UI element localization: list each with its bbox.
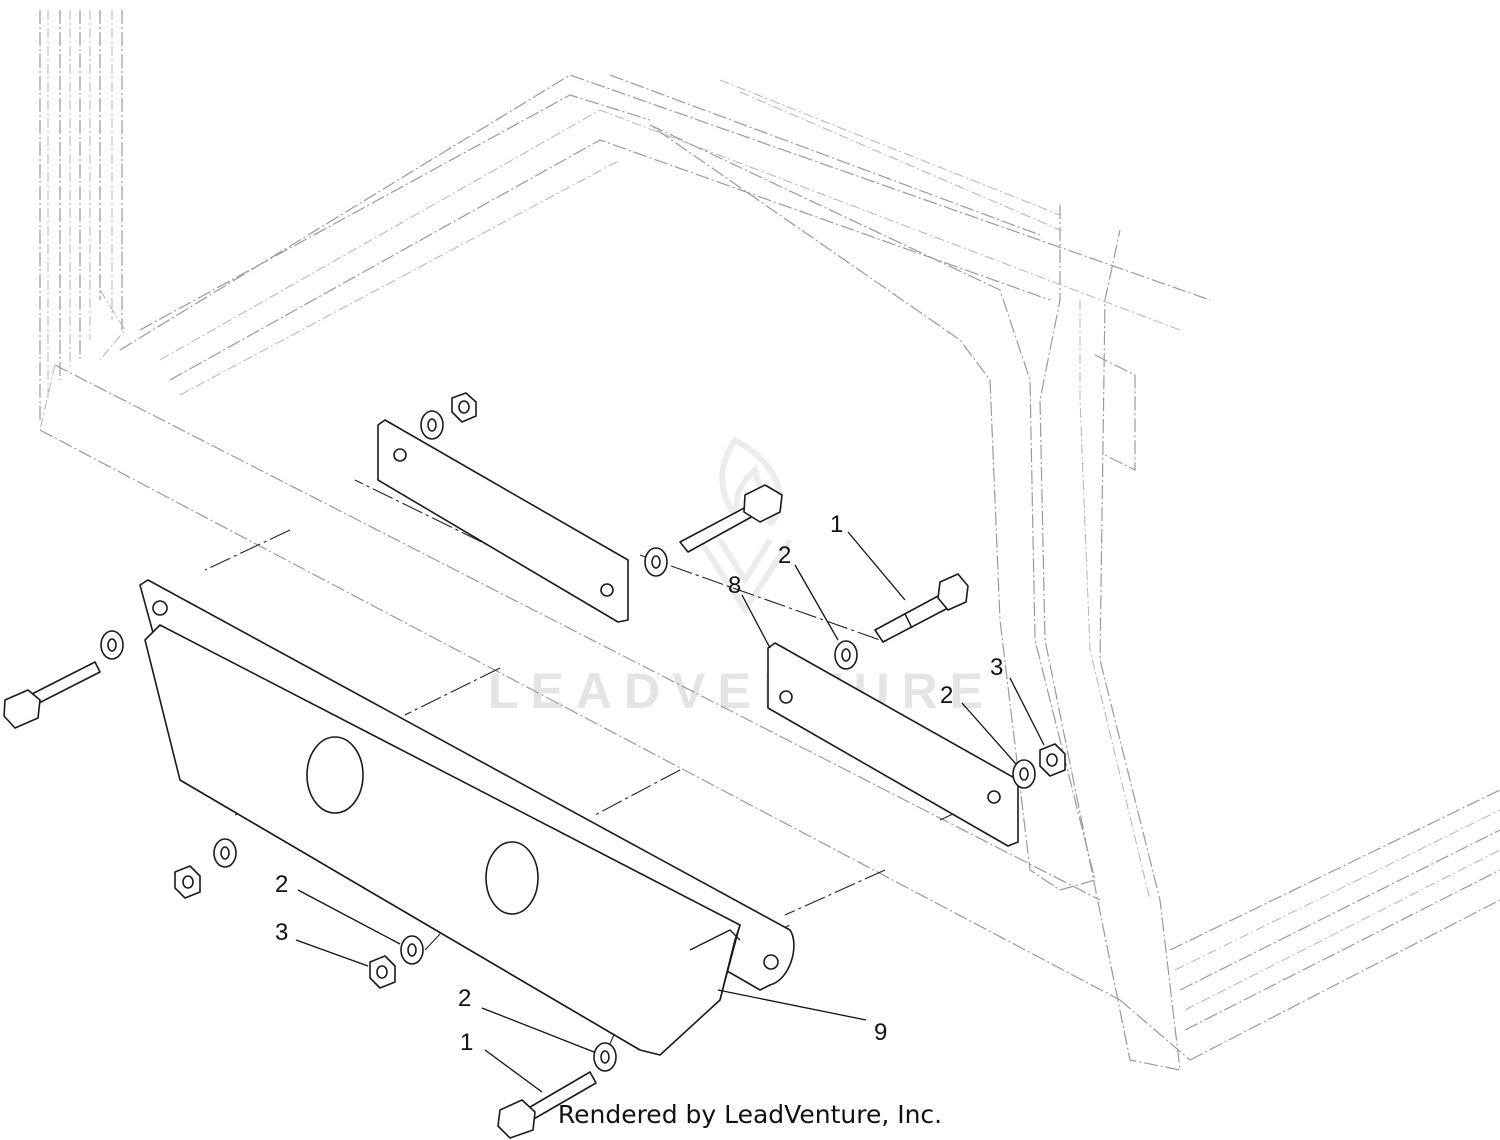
plate-8-hole-right (987, 790, 1001, 804)
washers (100, 410, 1036, 1072)
washer-2-a (834, 640, 858, 670)
callout-3-right: 3 (990, 654, 1003, 681)
flame-icon (719, 436, 783, 527)
plate-8-hole-left (779, 690, 793, 704)
weight-bracket-assembly (139, 579, 795, 1056)
callout-1-upper: 1 (830, 511, 843, 538)
footer-credit: Rendered by LeadVenture, Inc. (557, 1100, 943, 1129)
weight-hole-1 (306, 736, 364, 814)
bolt-1-right (874, 573, 969, 643)
bolt-1-bottom (497, 1071, 597, 1139)
nut-3-right (1039, 743, 1066, 777)
callout-1-bottom: 1 (460, 1029, 473, 1056)
callouts: 1 2 8 3 2 2 3 2 1 9 (275, 511, 1003, 1056)
washer-2-c (400, 935, 424, 965)
callout-2-left: 2 (275, 871, 288, 898)
flange-hole-left (152, 600, 168, 616)
callout-8: 8 (728, 572, 741, 599)
plate-8 (767, 642, 1019, 847)
plate-upper-hole-right (600, 583, 614, 597)
callout-2-upper: 2 (778, 542, 791, 569)
watermark-text: LEADVENTURE (488, 663, 995, 719)
callout-2-right: 2 (940, 682, 953, 709)
callout-2-bottom: 2 (458, 985, 471, 1012)
mower-frame (39, 10, 1500, 1071)
washer-2-b (1012, 759, 1036, 789)
leader-lines (295, 531, 1045, 1093)
nut-left (174, 865, 201, 899)
callout-3-left: 3 (275, 919, 288, 946)
washer-left-nut (213, 838, 237, 868)
bolt-1-left (3, 661, 101, 729)
v-logo-icon (697, 538, 793, 616)
bolt-upper-rear (679, 484, 783, 553)
washer-2-d (593, 1042, 617, 1072)
bolts (3, 484, 969, 1139)
washer-upper-bolt (644, 547, 668, 577)
plate-upper (377, 419, 629, 623)
nut-3-bottom (369, 955, 396, 989)
weight-hole-2 (485, 841, 539, 915)
washer-upper-rear-nut (420, 410, 444, 440)
flange-hole-right (763, 954, 779, 970)
plate-upper-hole-left (393, 448, 407, 462)
callout-9: 9 (874, 1019, 887, 1046)
nuts (174, 392, 1066, 989)
plate-8-shape (767, 642, 1019, 847)
nut-upper-rear (451, 392, 477, 423)
washer-left-bolt (100, 630, 124, 660)
plate-8-upper (377, 419, 629, 623)
